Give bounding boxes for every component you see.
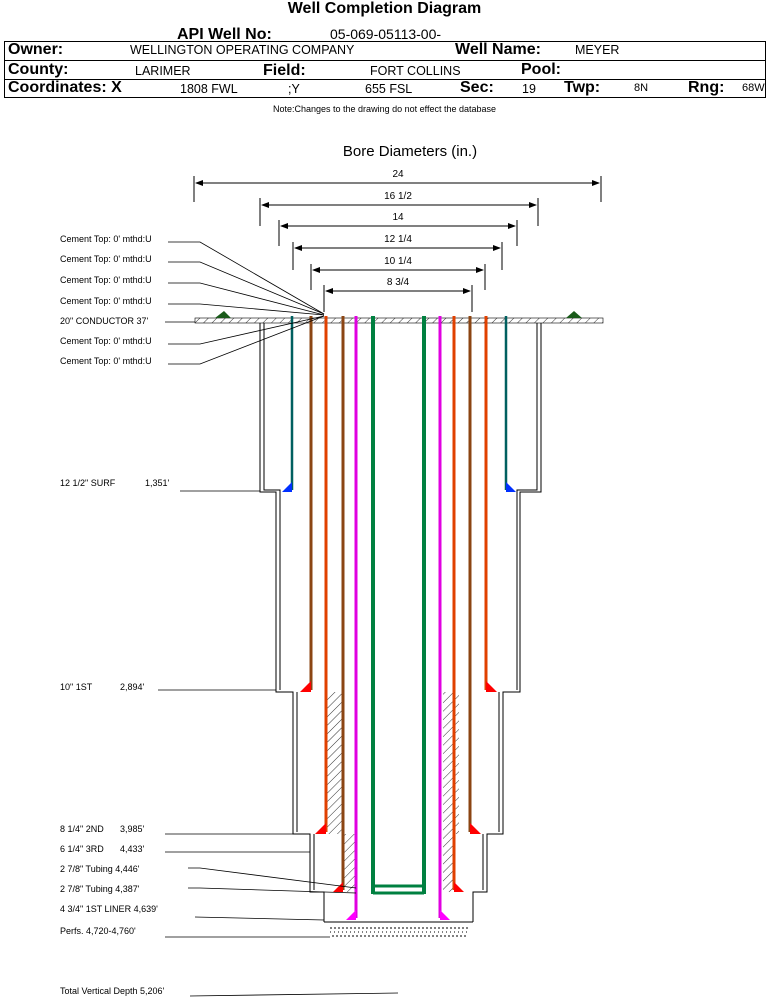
conductor-casing bbox=[290, 316, 508, 490]
first-shoe-right bbox=[486, 681, 497, 692]
cement-label-6: Cement Top: 0' mthd:U bbox=[60, 356, 152, 366]
county-label: County: bbox=[8, 61, 69, 78]
bore-label-10-1-4: 10 1/4 bbox=[384, 256, 412, 267]
second-string-casing bbox=[341, 316, 456, 890]
api-value: 05-069-05113-00- bbox=[330, 26, 442, 42]
cement-label-5: Cement Top: 0' mthd:U bbox=[60, 336, 152, 346]
bore-diameters-title: Bore Diameters (in.) bbox=[343, 143, 477, 160]
liner-label: 4 3/4" 1ST LINER 4,639' bbox=[60, 904, 158, 914]
second-label-depth: 3,985' bbox=[120, 824, 145, 834]
county-value: LARIMER bbox=[135, 64, 191, 78]
bore-label-16-1-2: 16 1/2 bbox=[384, 191, 412, 202]
surface-shoe-right bbox=[506, 482, 516, 492]
header-rule bbox=[4, 79, 766, 80]
cement-label-3: Cement Top: 0' mthd:U bbox=[60, 275, 152, 285]
first-shoe-left bbox=[300, 681, 311, 692]
twp-label: Twp: bbox=[564, 79, 601, 96]
header-rule bbox=[4, 41, 766, 42]
header-border-right bbox=[765, 41, 766, 97]
bore-dimension-24: 24 bbox=[193, 169, 602, 202]
cement-label-4: Cement Top: 0' mthd:U bbox=[60, 296, 152, 306]
ground-marker-right bbox=[566, 311, 582, 318]
cement-hatch-lower-left bbox=[344, 834, 356, 892]
cement-hatch-left bbox=[327, 692, 343, 834]
cement-hatch-right bbox=[443, 692, 459, 834]
leader-lines bbox=[158, 241, 399, 997]
tubing-string bbox=[371, 316, 426, 895]
second-label-name: 8 1/4" 2ND bbox=[60, 824, 104, 834]
bore-label-8-3-4: 8 3/4 bbox=[387, 277, 410, 288]
first-label-name: 10" 1ST bbox=[60, 682, 93, 692]
cement-hatch-lower-right bbox=[443, 834, 455, 892]
bore-label-14: 14 bbox=[392, 212, 404, 223]
surf-label-name: 12 1/2" SURF bbox=[60, 478, 116, 488]
header-rule bbox=[4, 60, 766, 61]
liner-shoe-right bbox=[440, 910, 450, 920]
well-name-label: Well Name: bbox=[455, 41, 541, 58]
coordinates-label: Coordinates: X bbox=[8, 79, 122, 96]
third-string-casing bbox=[354, 316, 442, 918]
coord-y-value: 655 FSL bbox=[365, 82, 413, 96]
first-label-depth: 2,894' bbox=[120, 682, 145, 692]
owner-value: WELLINGTON OPERATING COMPANY bbox=[130, 43, 355, 57]
bore-dimension-10-1-4: 10 1/4 bbox=[310, 256, 486, 290]
bore-dimension-12-1-4: 12 1/4 bbox=[292, 234, 503, 270]
bore-dimension-8-3-4: 8 3/4 bbox=[323, 277, 473, 312]
perfs-label: Perfs. 4,720-4,760' bbox=[60, 926, 136, 936]
total-depth-label: Total Vertical Depth 5,206' bbox=[60, 986, 165, 996]
drawing-note: Note:Changes to the drawing do not effec… bbox=[273, 104, 496, 114]
cement-label-2: Cement Top: 0' mthd:U bbox=[60, 254, 152, 264]
second-shoe-left bbox=[315, 823, 326, 834]
rng-label: Rng: bbox=[688, 79, 725, 96]
tubing-label-2: 2 7/8" Tubing 4,387' bbox=[60, 884, 140, 894]
third-label-name: 6 1/4" 3RD bbox=[60, 844, 104, 854]
borehole-outline bbox=[259, 323, 542, 923]
owner-label: Owner: bbox=[8, 41, 64, 58]
third-shoe-right bbox=[454, 882, 464, 892]
bore-label-12-1-4: 12 1/4 bbox=[384, 234, 412, 245]
header-border-left bbox=[4, 41, 5, 97]
third-label-depth: 4,433' bbox=[120, 844, 145, 854]
sec-label: Sec: bbox=[460, 79, 494, 96]
ground-surface bbox=[194, 311, 604, 324]
second-shoe-right bbox=[470, 823, 481, 834]
third-shoe-left bbox=[333, 882, 343, 892]
coord-x-value: 1808 FWL bbox=[180, 82, 238, 96]
pool-label: Pool: bbox=[521, 61, 561, 78]
tubing-label-1: 2 7/8" Tubing 4,446' bbox=[60, 864, 140, 874]
ground-marker-left bbox=[215, 311, 231, 318]
surface-casing bbox=[309, 316, 488, 690]
header-rule bbox=[4, 97, 766, 98]
twp-value: 8N bbox=[634, 82, 649, 94]
conductor-label: 20" CONDUCTOR 37' bbox=[60, 316, 149, 326]
liner-shoe-left bbox=[346, 910, 356, 920]
bore-dimension-16-1-2: 16 1/2 bbox=[259, 191, 539, 226]
cement-label-1: Cement Top: 0' mthd:U bbox=[60, 234, 152, 244]
surface-shoe-left bbox=[282, 482, 292, 492]
bore-label-24: 24 bbox=[392, 169, 404, 180]
field-label: Field: bbox=[263, 62, 306, 79]
first-string-casing bbox=[324, 316, 472, 832]
well-name-value: MEYER bbox=[575, 43, 620, 57]
field-value: FORT COLLINS bbox=[370, 64, 461, 78]
sec-value: 19 bbox=[522, 82, 536, 96]
api-label: API Well No: bbox=[177, 26, 272, 43]
coord-y-label: ;Y bbox=[288, 82, 300, 96]
surf-label-depth: 1,351' bbox=[145, 478, 170, 488]
perforations bbox=[330, 927, 470, 937]
page-title: Well Completion Diagram bbox=[287, 0, 482, 17]
rng-value: 68W bbox=[742, 82, 765, 94]
bore-dimension-14: 14 bbox=[278, 212, 518, 246]
